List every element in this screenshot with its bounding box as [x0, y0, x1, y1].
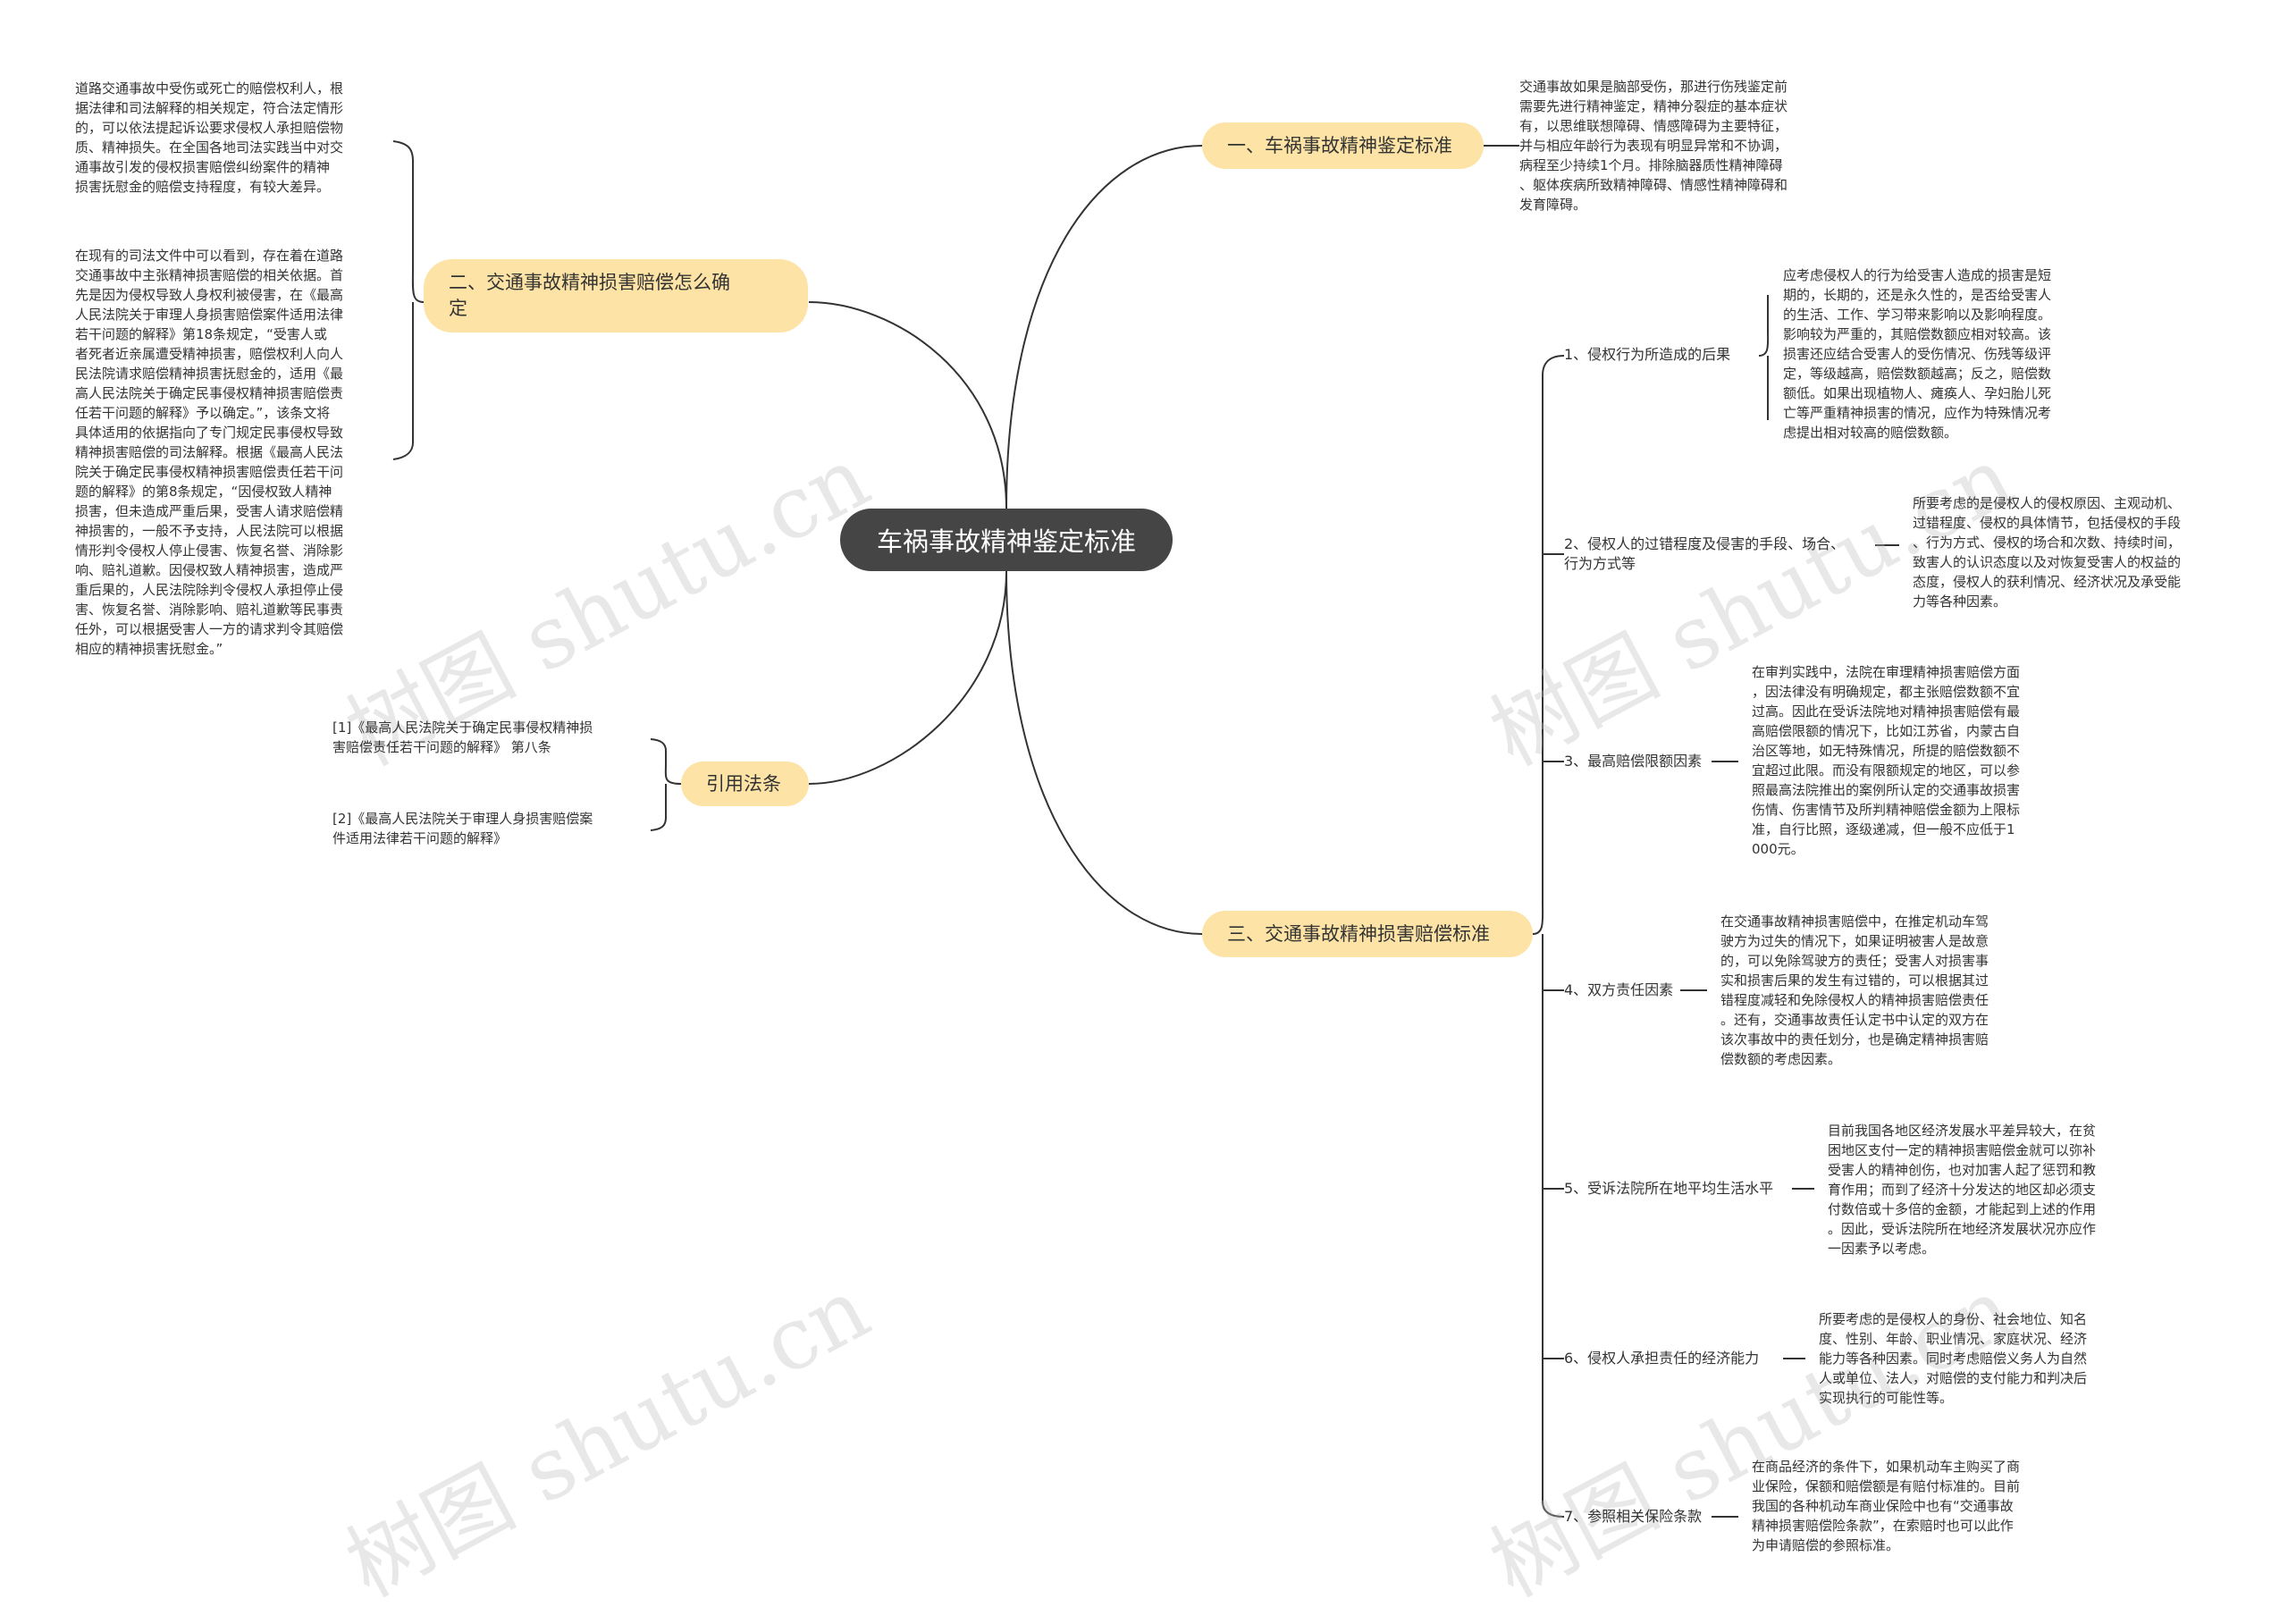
factor-5-label[interactable]: 5、受诉法院所在地平均生活水平 [1564, 1180, 1774, 1197]
factor-3-text: 在审判实践中，法院在审理精神损害赔偿方面 ，因法律没有明确规定，都主张赔偿数额不… [1752, 664, 2021, 857]
factor-7-label[interactable]: 7、参照相关保险条款 [1564, 1508, 1703, 1525]
factor-5-text: 目前我国各地区经济发展水平差异较大，在贫 困地区支付一定的精神损害赔偿金就可以弥… [1828, 1123, 2097, 1257]
branch-3-topic[interactable]: 引用法条 [681, 762, 809, 806]
citation-2: [2]《最高人民法院关于审理人身损害赔偿案 件适用法律若干问题的解释》 [332, 811, 593, 846]
factor-7-text: 在商品经济的条件下，如果机动车主购买了商 业保险，保额和赔偿额是有赔付标准的。目… [1752, 1459, 2021, 1553]
factor-6-label[interactable]: 6、侵权人承担责任的经济能力 [1564, 1350, 1760, 1367]
branch-2-label: 二、交通事故精神损害赔偿怎么确 定 [449, 272, 730, 319]
connector-root-b1 [1005, 145, 1203, 509]
branch-2-topic[interactable]: 二、交通事故精神损害赔偿怎么确 定 [424, 259, 808, 332]
citation-1: [1]《最高人民法院关于确定民事侵权精神损 害赔偿责任若干问题的解释》 第八条 [332, 719, 593, 755]
branch-4-label: 三、交通事故精神损害赔偿标准 [1227, 922, 1490, 945]
connector-b4-spine [1532, 355, 1565, 1518]
connector-root-b4 [1005, 570, 1203, 935]
factor-1-label[interactable]: 1、侵权行为所造成的后果 [1564, 346, 1731, 363]
factor-4-label[interactable]: 4、双方责任因素 [1564, 981, 1674, 998]
factor-2-text: 所要考虑的是侵权人的侵权原因、主观动机、 过错程度、侵权的具体情节，包括侵权的手… [1913, 495, 2182, 610]
branch-4-topic[interactable]: 三、交通事故精神损害赔偿标准 [1202, 911, 1533, 957]
branch-2-text-1: 道路交通事故中受伤或死亡的赔偿权利人，根 据法律和司法解释的相关规定，符合法定情… [75, 80, 344, 195]
connector-root-b2 [808, 301, 1007, 509]
connector-root-b3 [808, 570, 1007, 785]
root-topic[interactable]: 车祸事故精神鉴定标准 [840, 509, 1173, 571]
factor-4-text: 在交通事故精神损害赔偿中，在推定机动车驾 驶方为过失的情况下，如果证明被害人是故… [1720, 913, 1989, 1067]
branch-1-topic[interactable]: 一、车祸事故精神鉴定标准 [1202, 122, 1484, 169]
factor-2-label[interactable]: 2、侵权人的过错程度及侵害的手段、场合、 行为方式等 [1564, 535, 1846, 572]
branch-1-label: 一、车祸事故精神鉴定标准 [1227, 134, 1452, 156]
branch-1-text: 交通事故如果是脑部受伤，那进行伤残鉴定前 需要先进行精神鉴定，精神分裂症的基本症… [1519, 79, 1788, 213]
branch-2-text-2: 在现有的司法文件中可以看到，存在着在道路 交通事故中主张精神损害赔偿的相关依据。… [75, 248, 344, 657]
connector-b2-bracket [392, 140, 425, 460]
branch-3-label: 引用法条 [706, 772, 781, 795]
factor-3-label[interactable]: 3、最高赔偿限额因素 [1564, 753, 1703, 770]
connector-item1-text [1758, 295, 1770, 420]
connector-b3-bracket [650, 738, 682, 831]
root-title: 车祸事故精神鉴定标准 [876, 526, 1136, 557]
factor-6-text: 所要考虑的是侵权人的身份、社会地位、知名 度、性别、年龄、职业情况、家庭状况、经… [1819, 1311, 2088, 1406]
factor-1-text: 应考虑侵权人的行为给受害人造成的损害是短 期的，长期的，还是永久性的，是否给受害… [1783, 267, 2052, 441]
